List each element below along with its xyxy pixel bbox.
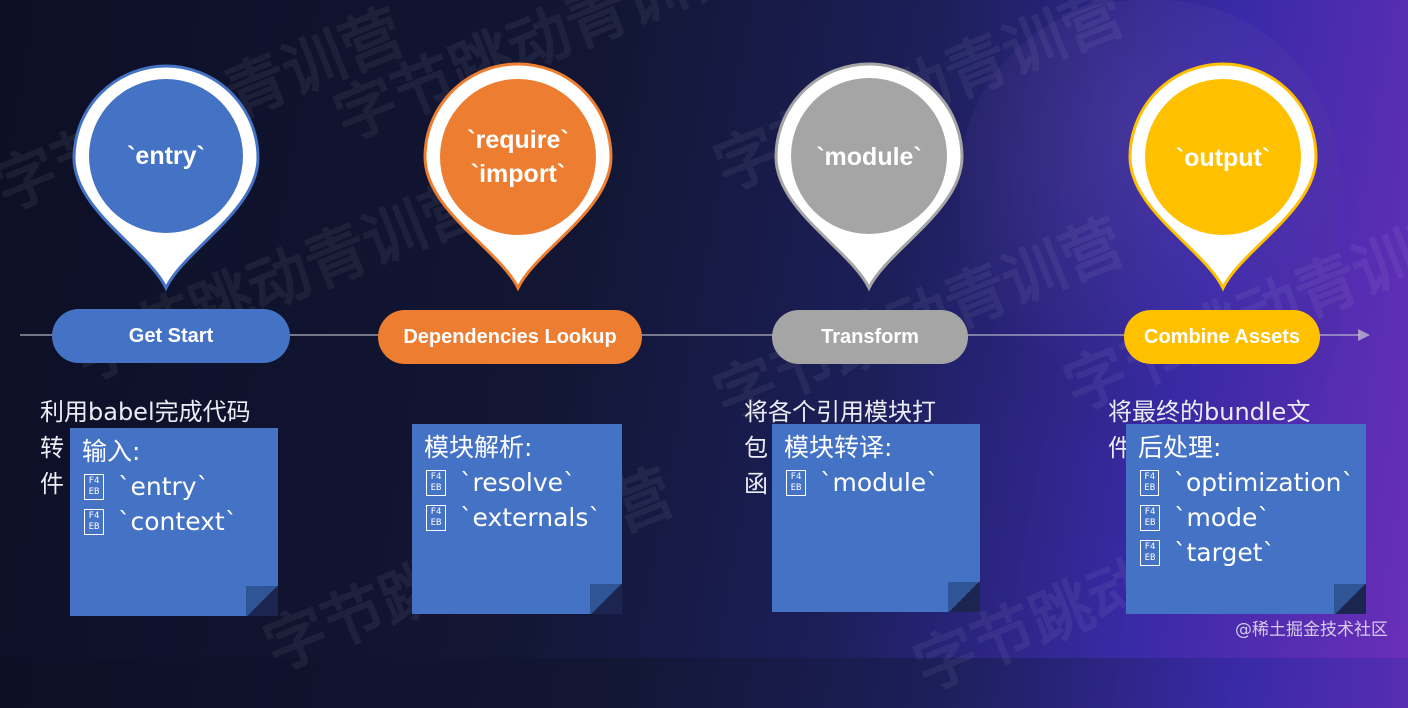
page-curl-icon xyxy=(1334,584,1366,614)
stage-combine-assets: Combine Assets xyxy=(1124,310,1320,364)
pin-label: `require` xyxy=(467,126,569,154)
stage-description: 利用babel完成代码 转 件 xyxy=(40,394,251,502)
stage-dependencies-lookup: Dependencies Lookup xyxy=(378,310,642,364)
page-curl-icon xyxy=(246,586,278,616)
description-line: 将各个引用模块打 xyxy=(744,398,936,426)
description-line: 包 xyxy=(744,434,768,462)
note-item-text: `module` xyxy=(820,468,939,497)
description-line: 转 xyxy=(40,434,64,462)
note-item-text: `mode` xyxy=(1174,503,1270,532)
note-item-text: `context` xyxy=(118,507,238,536)
note-item-text: `externals` xyxy=(460,503,601,532)
description-line: 将最终的bundle文 xyxy=(1108,398,1311,426)
note-title: 模块解析: xyxy=(424,433,533,462)
note-item-text: `entry` xyxy=(118,472,210,501)
description-line: 利用babel完成代码 xyxy=(40,398,251,426)
pin-marker-require-import: `require` `import` xyxy=(419,58,617,292)
pin-marker-entry: `entry` xyxy=(68,60,264,292)
note-title: 模块转译: xyxy=(784,433,893,462)
note-item-text: `resolve` xyxy=(460,468,576,497)
page-curl-icon xyxy=(590,584,622,614)
pin-label: `entry` xyxy=(127,142,205,170)
description-line: 函 xyxy=(744,470,768,498)
pin-shape xyxy=(774,62,964,292)
pin-shape xyxy=(423,62,613,292)
note-title: 输入: xyxy=(82,437,141,466)
pin-shape xyxy=(1128,62,1318,292)
pin-label: `import` xyxy=(470,160,566,188)
pin-marker-module: `module` xyxy=(770,58,968,292)
page-curl-icon xyxy=(948,582,980,612)
timeline-arrow-icon xyxy=(1358,329,1370,341)
note-item-text: `optimization` xyxy=(1173,468,1354,497)
pin-shape xyxy=(72,64,260,292)
pin-label: `module` xyxy=(816,143,922,171)
stage-transform: Transform xyxy=(772,310,968,364)
stage-description: 将各个引用模块打 包 函 xyxy=(744,394,936,502)
pin-marker-output: `output` xyxy=(1124,58,1322,292)
pin-label: `output` xyxy=(1175,144,1271,172)
note-title: 后处理: xyxy=(1138,433,1222,462)
stage-get-start: Get Start xyxy=(52,309,290,363)
description-line: 件 xyxy=(40,470,64,498)
source-credit: @稀土掘金技术社区 xyxy=(1235,620,1388,640)
timeline-axis xyxy=(20,334,1360,336)
note-item-text: `target` xyxy=(1174,538,1276,567)
